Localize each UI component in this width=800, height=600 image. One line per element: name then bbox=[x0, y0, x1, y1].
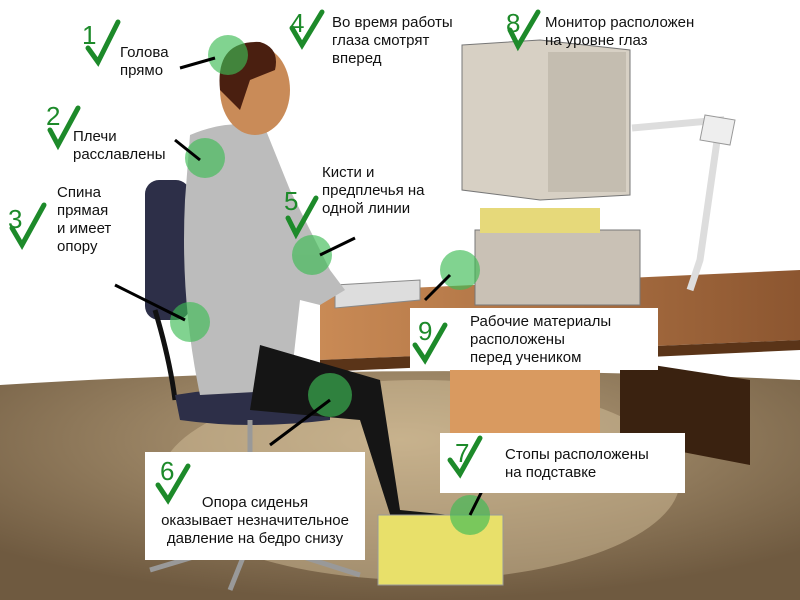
label-line: Голова bbox=[120, 44, 169, 61]
label-line: оказывает незначительное bbox=[161, 512, 349, 529]
desk-lamp bbox=[631, 116, 725, 292]
annotation-box-7 bbox=[440, 433, 685, 493]
label-line: Рабочие материалы bbox=[470, 313, 612, 330]
person-jacket bbox=[184, 124, 345, 395]
label-line: прямо bbox=[120, 62, 164, 79]
label-line: перед учеником bbox=[470, 349, 582, 366]
label-line: Кисти и bbox=[322, 164, 375, 181]
annotation-number-2: 2 bbox=[46, 101, 61, 131]
label-line: расславлены bbox=[73, 146, 166, 163]
annotation-number-9: 9 bbox=[418, 316, 433, 346]
annotation-number-1: 1 bbox=[82, 20, 97, 50]
label-line: опору bbox=[57, 238, 98, 255]
label-line: Во время работы bbox=[332, 14, 453, 31]
label-line: давление на бедро снизу bbox=[166, 530, 344, 547]
annotation-number-6: 6 bbox=[160, 456, 175, 486]
label-line: предплечья на bbox=[322, 182, 425, 199]
label-line: прямая bbox=[57, 202, 109, 219]
pointer-arrows bbox=[114, 56, 487, 516]
label-line: Монитор расположен bbox=[545, 14, 695, 31]
label-line: и имеет bbox=[57, 220, 112, 237]
label-line: одной линии bbox=[322, 200, 411, 217]
label-line: Спина bbox=[57, 184, 101, 201]
label-line: расположены bbox=[470, 331, 565, 348]
monitor-stand bbox=[480, 208, 600, 233]
label-line: на подставке bbox=[505, 464, 597, 481]
label-line: глаза смотрят bbox=[332, 32, 430, 49]
annotation-number-4: 4 bbox=[290, 8, 305, 38]
chair-back bbox=[145, 180, 190, 320]
label-line: на уровне глаз bbox=[545, 32, 648, 49]
annotation-box-9 bbox=[410, 308, 658, 370]
annotation-number-5: 5 bbox=[284, 186, 299, 216]
annotation-number-8: 8 bbox=[506, 8, 521, 38]
label-line: Опора сиденья bbox=[201, 494, 309, 511]
label-line: Стопы расположены bbox=[505, 446, 649, 463]
annotation-number-3: 3 bbox=[8, 204, 23, 234]
person-legs bbox=[250, 345, 455, 530]
annotation-box-6 bbox=[145, 452, 365, 560]
annotation-number-7: 7 bbox=[455, 438, 470, 468]
label-line: Плечи bbox=[73, 128, 117, 145]
label-line: вперед bbox=[332, 50, 382, 67]
keyboard bbox=[334, 279, 421, 309]
